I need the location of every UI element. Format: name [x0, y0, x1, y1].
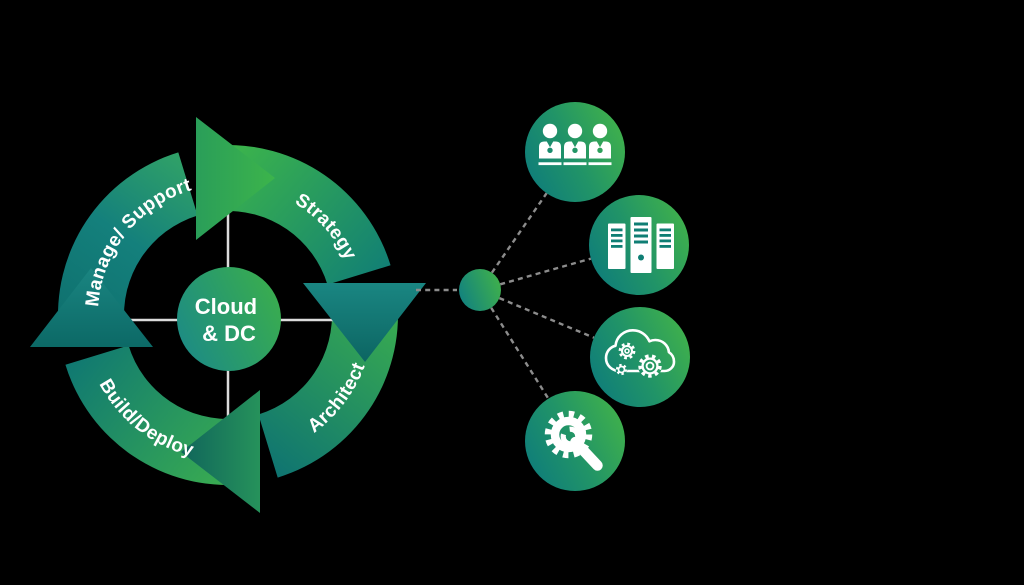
gear-body — [550, 416, 587, 453]
center-label-line2: & DC — [202, 321, 256, 346]
arrow-left-clockwise — [30, 268, 153, 347]
gear-teeth — [544, 410, 593, 459]
gear-large — [638, 354, 662, 378]
gear-medium — [618, 342, 636, 360]
team-people-laptops-icon — [538, 123, 612, 166]
team-person-2 — [563, 123, 587, 166]
service-cloud-circle — [590, 307, 690, 407]
arrow-bottom-clockwise — [181, 390, 260, 513]
center-circle — [177, 267, 281, 371]
service-tools-bubble — [525, 391, 625, 491]
cloud-outline — [604, 329, 676, 373]
hub-node — [459, 269, 501, 311]
team-person-3 — [588, 123, 612, 166]
lifecycle-ring: Cloud & DC Manage/ Support Strategy Buil… — [30, 117, 426, 513]
service-servers-bubble — [589, 195, 689, 295]
gear-small — [615, 363, 628, 376]
server-racks-icon — [608, 217, 674, 273]
center-circle-label: Cloud & DC — [195, 294, 263, 346]
wrench-head — [560, 426, 581, 447]
center-label-line1: Cloud — [195, 294, 257, 319]
cloud-gears-icon — [604, 329, 676, 378]
service-team-bubble — [525, 102, 625, 202]
connector-lines — [416, 192, 595, 400]
wrench-handle — [570, 436, 603, 471]
connector-hub-to-cloud — [498, 296, 595, 339]
gear-wrench-icon — [544, 410, 603, 471]
arrow-top-clockwise — [196, 117, 275, 240]
connector-hub-to-team — [490, 192, 548, 274]
connector-hub-to-tools — [490, 307, 550, 400]
connector-hub-to-servers — [499, 257, 592, 286]
arrow-right-clockwise — [303, 283, 426, 362]
team-person-1 — [538, 123, 562, 166]
service-cloud-bubble — [590, 307, 690, 407]
